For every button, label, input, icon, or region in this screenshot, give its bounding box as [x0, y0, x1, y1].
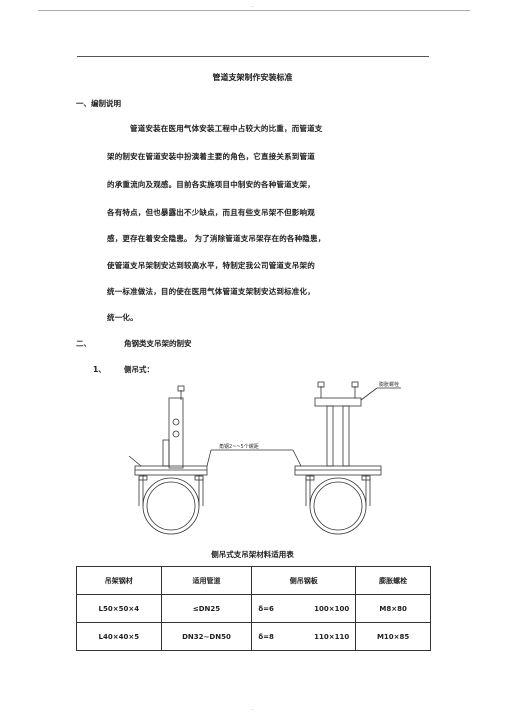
subsection-1-heading: 侧吊式： — [124, 365, 154, 374]
table-cell: δ=8 — [251, 622, 309, 651]
paragraph-line: 各有特点，但也暴露出不少缺点，而且有些支吊架不但影响观 — [107, 208, 315, 217]
pipe-circle — [142, 477, 200, 535]
paragraph-line: 的承重流向及观感。目前各实施项目中制安的各种管道支架， — [107, 180, 315, 189]
table-cell: L50×50×4 — [76, 594, 162, 623]
header-mark: ... — [250, 3, 255, 8]
footer-mark: ... — [250, 706, 255, 711]
angle-steel — [134, 465, 208, 476]
table-cell: M8×80 — [355, 594, 431, 623]
bolt-hole — [172, 418, 180, 426]
top-plate — [314, 397, 362, 407]
subsection-1-number: 1、 — [93, 365, 106, 374]
bracket-drawing: 膨胀螺栓 角钢2~~5个螺距 — [128, 381, 401, 535]
section-1-heading: 一、编制说明 — [76, 99, 121, 108]
paragraph-line: 架的制安在管道安装中扮演着主要的角色，它直接关系到管道 — [107, 152, 315, 161]
table-cell: L40×40×5 — [76, 622, 162, 651]
pipe-circle — [309, 477, 367, 535]
paragraph-line: 使管道支吊架制安达到较高水平，特制定我公司管道支吊架的 — [107, 261, 315, 270]
table-caption: 侧吊式支吊架材料适用表 — [211, 550, 294, 559]
header-cell: 侧吊钢板 — [251, 566, 357, 595]
header-cell: 膨胀螺栓 — [355, 566, 431, 595]
wall-plate — [168, 397, 184, 469]
paragraph-line: 感，更存在着安全隐患。 为了消除管道支吊架存在的各种隐患， — [107, 234, 326, 243]
section-2-heading: 角钢类支吊架的制安 — [124, 339, 192, 348]
paragraph-line: 管道安装在医用气体安装工程中占较大的比重，而管道支 — [130, 124, 323, 133]
table-row: L50×50×4 ≤DN25 δ=6 100×100 M8×80 — [76, 594, 431, 623]
paragraph-line: 统一标准做法，目的使在医用气体管道支架制安达到标准化， — [107, 287, 315, 296]
section-2-number: 二、 — [76, 339, 91, 348]
table-row: L40×40×5 DN32~DN50 δ=8 110×110 M10×85 — [76, 622, 431, 651]
table-cell: M10×85 — [355, 622, 431, 651]
header-cell: 吊架钢材 — [76, 566, 162, 595]
paragraph-line: 统一化。 — [107, 313, 138, 322]
title-rule — [77, 56, 429, 57]
table-cell: 100×100 — [308, 594, 357, 623]
table-cell: DN32~DN50 — [160, 622, 253, 651]
materials-table: 吊架钢材 适用管道 侧吊钢板 膨胀螺栓 L50×50×4 ≤DN25 δ=6 1… — [76, 566, 431, 651]
table-cell: ≤DN25 — [160, 594, 253, 623]
header-line — [38, 10, 470, 11]
label-expansion-bolt: 膨胀螺栓 — [379, 381, 399, 388]
table-cell: 110×110 — [308, 622, 357, 651]
label-angle-steel: 角钢2~~5个螺距 — [219, 443, 259, 450]
page-title: 管道支架制作安装标准 — [212, 73, 293, 82]
bolt-hole — [172, 430, 180, 438]
table-header-row: 吊架钢材 适用管道 侧吊钢板 膨胀螺栓 — [76, 566, 431, 595]
header-cell: 适用管道 — [160, 566, 253, 595]
table-cell: δ=6 — [251, 594, 309, 623]
